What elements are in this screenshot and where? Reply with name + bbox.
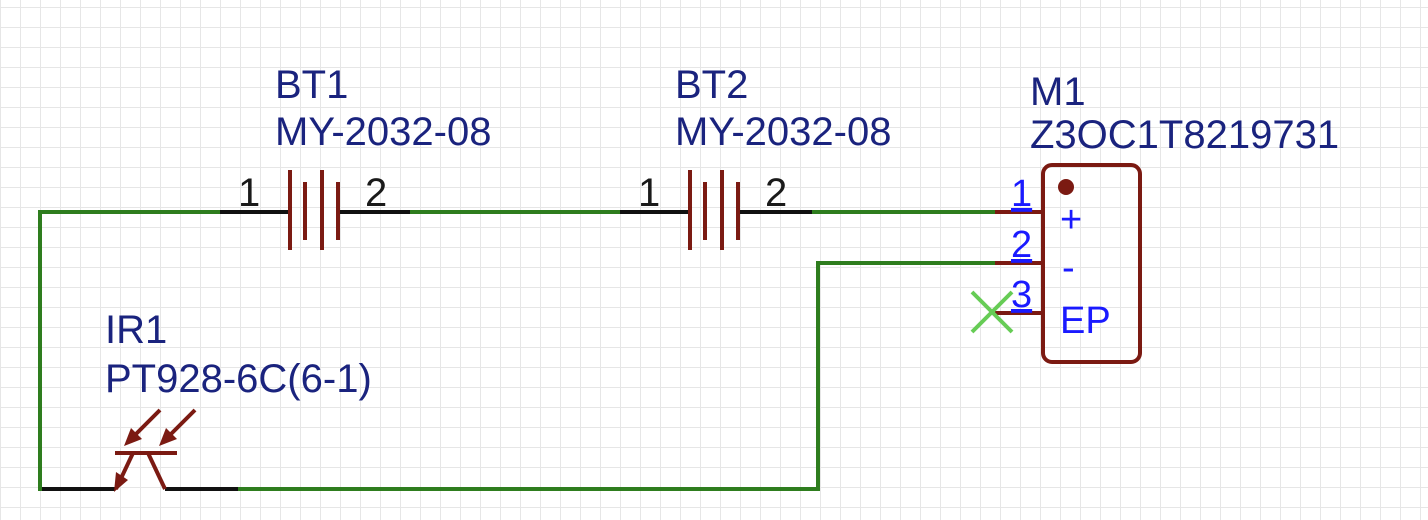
bt2-reference: BT2 bbox=[675, 63, 748, 107]
bt2-value: MY-2032-08 bbox=[675, 110, 891, 154]
ir1-reference: IR1 bbox=[105, 308, 167, 352]
m1-value: Z3OC1T8219731 bbox=[1030, 113, 1339, 157]
bt2-pin2-number: 2 bbox=[765, 171, 787, 215]
phototransistor-ir1[interactable]: IR1 PT928-6C(6-1) bbox=[42, 308, 372, 492]
light-arrows-icon bbox=[124, 408, 197, 446]
wires bbox=[38, 210, 995, 491]
battery-cell-icon bbox=[288, 170, 340, 250]
m1-pin2-number: 2 bbox=[1011, 224, 1032, 266]
battery-cell-icon bbox=[688, 170, 740, 250]
no-connect-icon bbox=[970, 290, 1014, 334]
m1-pin2-label: - bbox=[1062, 247, 1075, 289]
bt1-pin1-number: 1 bbox=[238, 171, 260, 215]
bt1-value: MY-2032-08 bbox=[275, 110, 491, 154]
wire-ir1-m1-pin2[interactable] bbox=[238, 261, 995, 491]
phototransistor-icon bbox=[114, 451, 177, 492]
m1-pin3-label: EP bbox=[1060, 300, 1111, 342]
bt1-pin2-number: 2 bbox=[365, 171, 387, 215]
m1-pin1-number: 1 bbox=[1011, 173, 1032, 215]
bt2-pin1-number: 1 bbox=[638, 171, 660, 215]
battery-bt1[interactable]: BT1 MY-2032-08 1 2 bbox=[220, 63, 491, 250]
m1-reference: M1 bbox=[1030, 70, 1086, 114]
bt1-reference: BT1 bbox=[275, 63, 348, 107]
battery-bt2[interactable]: BT2 MY-2032-08 1 2 bbox=[620, 63, 891, 250]
module-m1[interactable]: M1 Z3OC1T8219731 1 2 3 + - EP bbox=[970, 70, 1339, 364]
m1-pin1-label: + bbox=[1060, 199, 1082, 241]
pin1-indicator-dot-icon bbox=[1058, 179, 1074, 195]
ir1-value: PT928-6C(6-1) bbox=[105, 357, 372, 401]
m1-pin3-number: 3 bbox=[1011, 274, 1032, 316]
